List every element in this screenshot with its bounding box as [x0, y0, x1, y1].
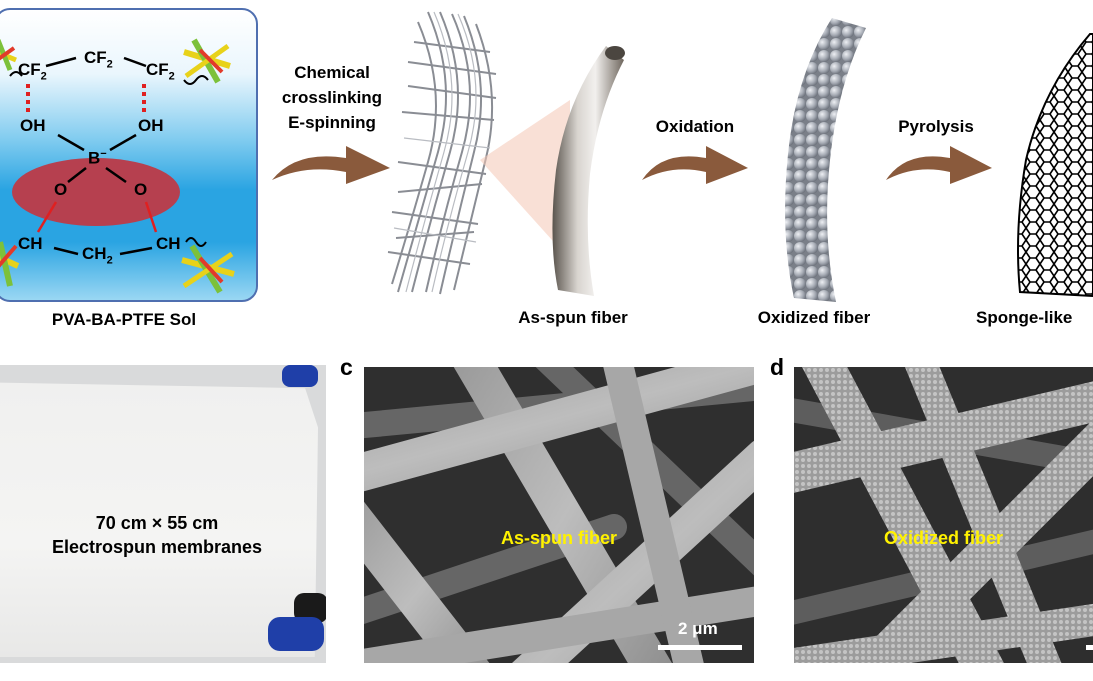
- hydroxyl-right: OH: [138, 116, 164, 135]
- oxidized-fiber-illustration: [785, 18, 866, 302]
- membrane-sheet: [0, 382, 318, 657]
- scale-bar: [658, 645, 742, 650]
- sponge-carbon-illustration: [1017, 33, 1093, 298]
- ptfe-particle-bottomleft: [0, 241, 20, 287]
- cf2-group-middle: CF2: [84, 48, 113, 71]
- panel-c-letter: c: [340, 354, 353, 380]
- oxygen-right: O: [134, 180, 148, 199]
- sol-chemistry-box: CF2 CF2 CF2 OH OH B− O O CH CH2 CH: [0, 8, 258, 302]
- ptfe-particle-topright: [183, 38, 231, 84]
- oxygen-left: O: [54, 180, 68, 199]
- cf2-group-left: CF2: [18, 60, 47, 83]
- borate-ring: [12, 158, 180, 226]
- zoom-cone: [480, 100, 570, 260]
- sol-caption: PVA-BA-PTFE Sol: [51, 310, 197, 329]
- oxidized-caption: Oxidized fiber: [757, 308, 871, 327]
- process-arrow-1: [272, 146, 390, 184]
- sem-oxidized-image: Oxidized fiber: [794, 367, 1093, 663]
- ch-group-right: CH: [156, 234, 181, 253]
- panel-d-letter: d: [770, 354, 785, 380]
- ch2-group-middle: CH2: [82, 244, 113, 267]
- scale-bar-text: 2 μm: [678, 619, 718, 638]
- ptfe-particle-bottomright: [181, 244, 235, 294]
- sem-as-spun-label: As-spun fiber: [500, 528, 617, 548]
- ch-group-left: CH: [18, 234, 43, 253]
- process-arrow-2: [642, 146, 748, 184]
- membrane-size-text: 70 cm × 55 cm: [95, 513, 219, 533]
- step-oxidation-label: Oxidation: [655, 117, 735, 136]
- sem-as-spun-image: As-spun fiber 2 μm: [364, 367, 754, 663]
- sem-oxidized-label: Oxidized fiber: [883, 528, 1004, 548]
- sponge-caption: Sponge-like: [976, 308, 1073, 327]
- single-fiber-illustration: [552, 46, 625, 296]
- sem-oxidized-fibers: [794, 367, 1093, 663]
- hydroxyl-left: OH: [20, 116, 46, 135]
- step-crosslinking-label: Chemical crosslinking E-spinning: [281, 63, 383, 132]
- membrane-description-text: Electrospun membranes: [51, 537, 263, 557]
- as-spun-caption: As-spun fiber: [518, 308, 628, 327]
- sol-bond-drawing: [0, 38, 235, 294]
- ptfe-particle-topleft: [0, 39, 17, 71]
- membrane-photo: 70 cm × 55 cm Electrospun membranes: [0, 365, 326, 663]
- boron-atom: B−: [88, 148, 107, 168]
- glove-bottom-right: [268, 617, 324, 651]
- fiber-mat-illustration: [387, 11, 497, 295]
- cf2-group-right: CF2: [146, 60, 175, 83]
- step-pyrolysis-label: Pyrolysis: [898, 117, 974, 136]
- glove-top-right: [282, 365, 318, 387]
- sem-as-spun-fibers: [364, 367, 754, 663]
- process-arrow-3: [886, 146, 992, 184]
- scale-bar-partial: [1086, 645, 1093, 650]
